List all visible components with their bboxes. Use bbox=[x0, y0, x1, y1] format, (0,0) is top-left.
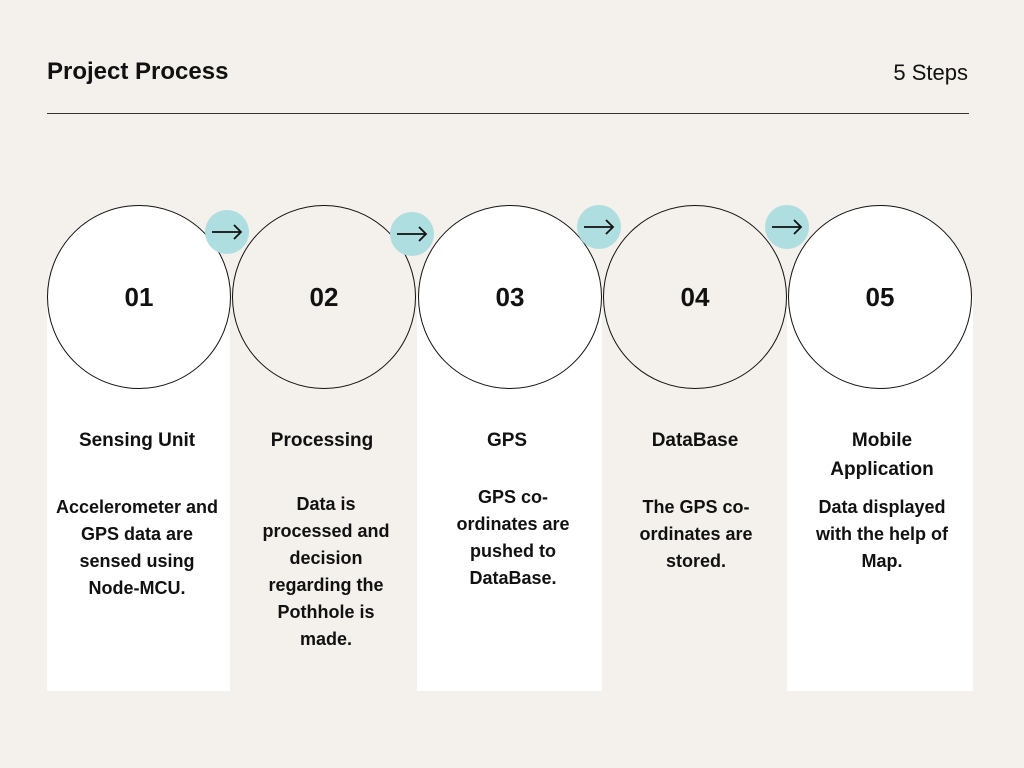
arrow-right-icon bbox=[577, 205, 621, 249]
arrow-right-icon bbox=[205, 210, 249, 254]
step-title-05: Mobile Application bbox=[830, 430, 934, 480]
step-count: 5 Steps bbox=[893, 60, 968, 85]
step-title-03: GPS bbox=[486, 430, 528, 451]
step-description-01: Accelerometer and GPS data are sensed us… bbox=[55, 497, 219, 598]
step-number-03: 03 bbox=[418, 205, 602, 389]
header-divider bbox=[47, 113, 969, 114]
step-number-02: 02 bbox=[232, 205, 416, 389]
page-title: Project Process bbox=[47, 58, 229, 85]
step-description-02: Data is processed and decision regarding… bbox=[262, 494, 390, 649]
step-title-04: DataBase bbox=[651, 430, 739, 451]
step-title-02: Processing bbox=[270, 430, 374, 451]
step-number-01: 01 bbox=[47, 205, 231, 389]
arrow-right-icon bbox=[390, 212, 434, 256]
step-description-05: Data displayed with the help of Map. bbox=[816, 497, 948, 571]
arrow-right-icon bbox=[765, 205, 809, 249]
step-number-05: 05 bbox=[788, 205, 972, 389]
step-number-04: 04 bbox=[603, 205, 787, 389]
step-description-03: GPS co-ordinates are pushed to DataBase. bbox=[456, 487, 570, 588]
step-title-01: Sensing Unit bbox=[78, 430, 196, 451]
step-description-04: The GPS co-ordinates are stored. bbox=[639, 497, 753, 571]
